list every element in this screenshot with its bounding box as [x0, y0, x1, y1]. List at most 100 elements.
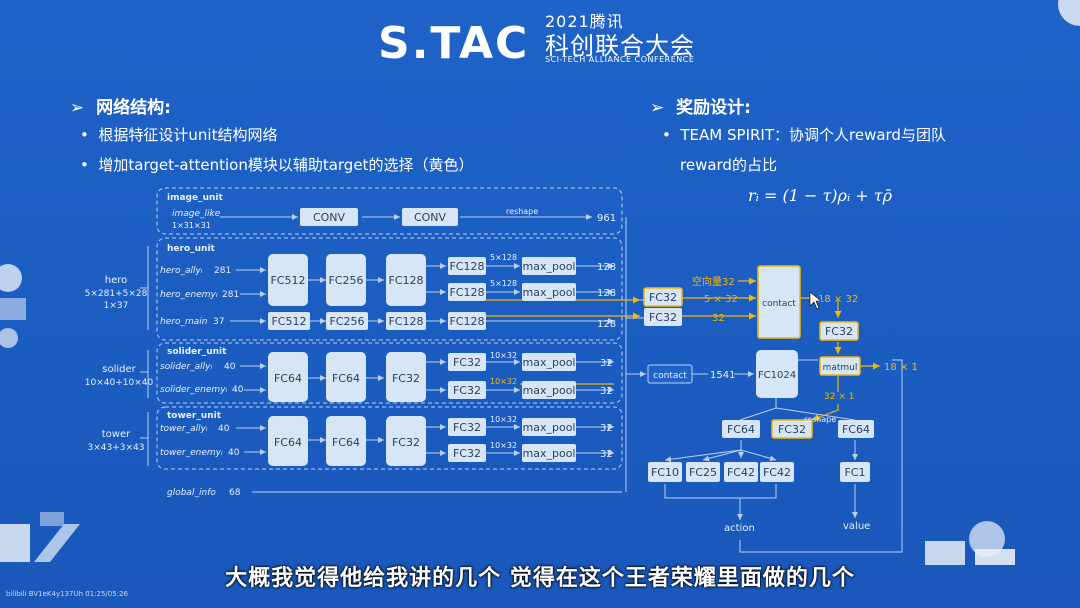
hero-main-fc512-node: FC512 — [271, 315, 306, 328]
global-info-n: 68 — [229, 488, 241, 498]
solider-enemy-label: solider_enemyᵢ — [160, 385, 228, 395]
tower-dim-2: 10×32 — [490, 441, 517, 450]
fc1-node: FC1 — [844, 466, 865, 479]
action-fc64-node: FC64 — [727, 423, 755, 436]
solider-maxpool-node-2: max_pool — [523, 384, 576, 397]
reshape-label: reshape — [506, 207, 538, 216]
solider-ally-n: 40 — [224, 362, 236, 372]
solider-ally-label: solider_allyᵢ — [160, 362, 212, 372]
decor-bottom-left-shapes — [0, 512, 80, 562]
network-diagram: CONV CONV FC512 FC256 FC128 FC128 FC128 … — [85, 187, 918, 553]
image-unit-box — [156, 187, 623, 235]
value-fc64-node: FC64 — [842, 423, 870, 436]
solider-unit-box — [156, 342, 623, 404]
image-like-label: image_like — [172, 209, 221, 219]
solider-fc64-node-2: FC64 — [332, 372, 360, 385]
tower-enemy-n: 40 — [228, 448, 240, 458]
target-fc32-node: FC32 — [778, 423, 806, 436]
tower-ally-n: 40 — [218, 424, 230, 434]
hero-ally-label: hero_allyᵢ — [160, 266, 203, 276]
direction-vector-label: 空向量32 — [692, 275, 735, 288]
solider-fc32-ally-node: FC32 — [453, 356, 481, 369]
hero-main-label: hero_main — [160, 317, 208, 327]
tower-out-2: 32 — [600, 449, 613, 460]
decor-bottom-right-shapes — [925, 521, 1015, 565]
hero-fc128-node: FC128 — [388, 274, 423, 287]
hero-ally-n: 281 — [214, 266, 231, 276]
fc1024-node: FC1024 — [758, 370, 796, 381]
reshape-label-2: reshape — [804, 415, 836, 424]
bilibili-watermark: bilibili BV1eK4y137Uh 01:25/05:26 — [6, 590, 128, 598]
arrow-bullet-icon: ➢ — [70, 98, 97, 118]
attention-fc32-node-1: FC32 — [649, 291, 677, 304]
hero-out-2: 128 — [597, 288, 616, 299]
reward-design-heading: ➢ 奖励设计: — [650, 93, 751, 118]
solider-out-2: 32 — [600, 386, 613, 397]
solider-fc32-node: FC32 — [392, 372, 420, 385]
hero-main-fc128-node: FC128 — [388, 315, 423, 328]
hero-group-dims2: 1×37 — [104, 301, 129, 311]
tower-out-1: 32 — [600, 423, 613, 434]
hero-fc256-node: FC256 — [328, 274, 363, 287]
global-info-label: global_info — [167, 488, 216, 498]
attention-5x32-label: 5 × 32 — [704, 294, 738, 305]
hero-out-3: 128 — [597, 319, 616, 330]
attention-fc32-node-3: FC32 — [825, 325, 853, 338]
attention-fc32-node-2: FC32 — [649, 311, 677, 324]
hero-enemy-n: 281 — [222, 290, 239, 300]
n1541-label: 1541 — [710, 370, 735, 381]
tower-fc32-ally-node: FC32 — [453, 421, 481, 434]
conv-node-1: CONV — [313, 211, 346, 224]
tower-brace — [140, 412, 149, 466]
hero-main-fc128b-node: FC128 — [449, 315, 484, 328]
tower-maxpool-node-1: max_pool — [523, 421, 576, 434]
hero-unit-box — [156, 237, 623, 341]
reward-formula: rᵢ = (1 − τ)ρᵢ + τρ̄ — [748, 186, 892, 205]
tower-ally-label: tower_allyᵢ — [160, 424, 208, 434]
bullet-text: 根据特征设计unit结构网络 — [98, 126, 278, 144]
image-out-label: 961 — [597, 213, 616, 224]
network-structure-heading: ➢ 网络结构: — [70, 93, 171, 118]
tower-enemy-label: tower_enemyᵢ — [160, 448, 223, 458]
tower-fc64-node-1: FC64 — [274, 436, 302, 449]
hero-enemy-label: hero_enemyᵢ — [160, 290, 218, 300]
tower-dim-1: 10×32 — [490, 415, 517, 424]
solider-brace — [140, 350, 149, 398]
tower-fc32-node: FC32 — [392, 436, 420, 449]
solider-unit-title: solider_unit — [167, 347, 227, 357]
solider-enemy-n: 40 — [232, 385, 244, 395]
hero-brace — [140, 246, 149, 330]
out-18x32-label: 18 × 32 — [818, 294, 858, 305]
hero-group-dims: 5×281+5×28 — [85, 289, 148, 299]
solider-dim-2: 10×32 — [490, 377, 517, 386]
solider-fc32-enemy-node: FC32 — [453, 384, 481, 397]
hero-fc128-ally-node: FC128 — [449, 260, 484, 273]
tower-unit-box — [156, 406, 623, 470]
value-label: value — [843, 521, 870, 532]
hero-fc512-node: FC512 — [270, 274, 305, 287]
conv-node-2: CONV — [414, 211, 447, 224]
stac-logo: S.TAC — [378, 18, 530, 69]
bullet-item: • TEAM SPIRIT：协调个人reward与团队 — [662, 126, 946, 144]
decor-top-right-shape — [1058, 0, 1080, 26]
action-label: action — [724, 523, 755, 534]
solider-dim-1: 10×32 — [490, 351, 517, 360]
solider-maxpool-node-1: max_pool — [523, 356, 576, 369]
tower-group-label: tower — [102, 429, 131, 440]
hero-fc128-enemy-node: FC128 — [449, 286, 484, 299]
bullet-text: TEAM SPIRIT：协调个人reward与团队 — [680, 126, 946, 144]
out-32x1-label: 32 × 1 — [824, 392, 854, 402]
bullet-text: 增加target-attention模块以辅助target的选择（黄色） — [98, 156, 474, 174]
fc42-node-2: FC42 — [763, 466, 791, 479]
hero-group-label: hero — [105, 275, 128, 286]
matmul-node: matmul — [823, 363, 858, 373]
attention-32-label: 32 — [712, 313, 725, 324]
solider-out-1: 32 — [600, 358, 613, 369]
tower-unit-title: tower_unit — [167, 411, 222, 421]
solider-group-label: solider — [102, 364, 136, 375]
tower-fc64-node-2: FC64 — [332, 436, 360, 449]
hero-unit-title: hero_unit — [167, 244, 216, 254]
hero-out-1: 128 — [597, 262, 616, 273]
conference-title-en: SCI-TECH ALLIANCE CONFERENCE — [545, 55, 695, 64]
